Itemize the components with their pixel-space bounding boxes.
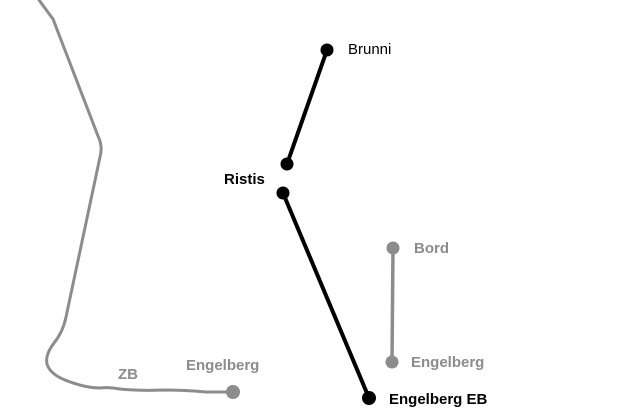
station-dot-engelberg-bord[interactable] — [385, 355, 399, 369]
station-dot-bord[interactable] — [386, 241, 400, 255]
station-dot-brunni[interactable] — [320, 43, 334, 57]
station-dot-engelberg-zb[interactable] — [226, 385, 240, 399]
railway-line-zb — [37, 0, 232, 394]
lift-line-engelberg-ristis — [281, 192, 371, 399]
station-dot-ristis-bottom[interactable] — [276, 186, 290, 200]
station-label-engelberg-eb[interactable]: Engelberg EB — [389, 391, 488, 408]
station-label-engelberg-bord[interactable]: Engelberg — [411, 354, 484, 371]
lift-line-ristis-brunni — [285, 49, 329, 165]
station-dot-engelberg-eb[interactable] — [362, 391, 376, 405]
railway-label-zb: ZB — [118, 366, 138, 383]
station-label-brunni[interactable]: Brunni — [348, 41, 391, 58]
station-label-engelberg-zb[interactable]: Engelberg — [186, 357, 259, 374]
lift-line-bord-engelberg — [390, 247, 395, 363]
station-label-ristis[interactable]: Ristis — [224, 171, 265, 188]
station-label-bord[interactable]: Bord — [414, 240, 449, 257]
station-dot-ristis-top[interactable] — [280, 157, 294, 171]
